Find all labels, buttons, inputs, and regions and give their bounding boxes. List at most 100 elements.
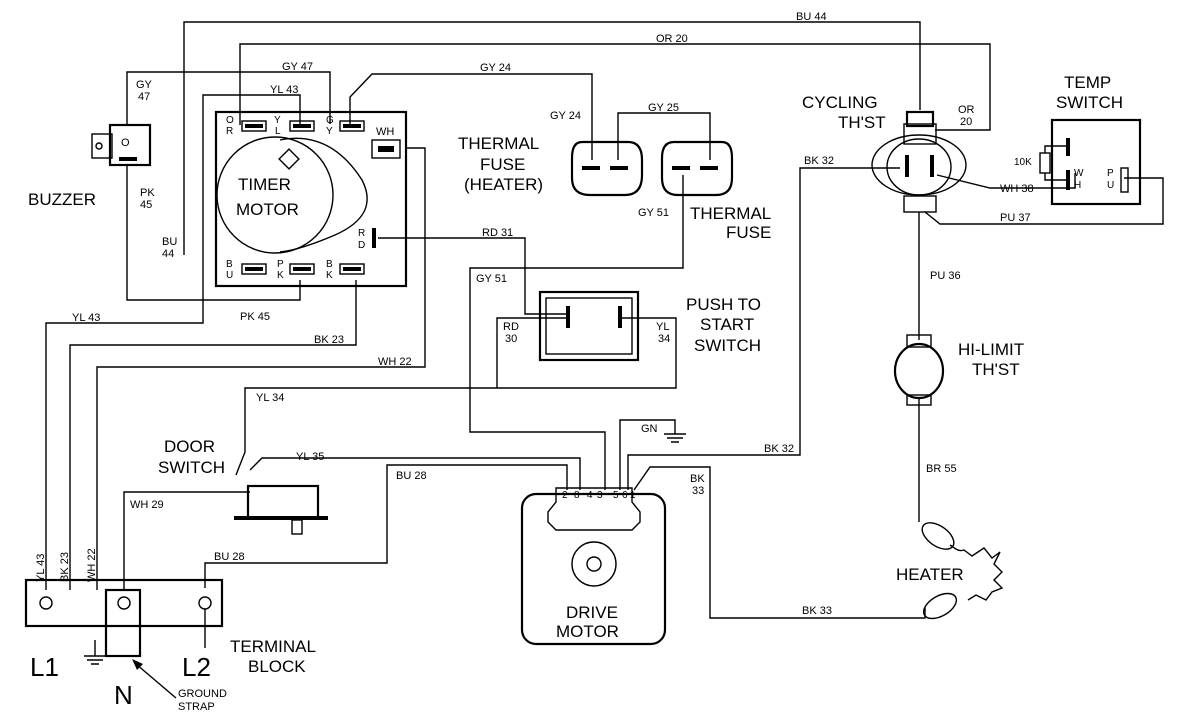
timer-terminal-pk-1: P	[277, 259, 284, 270]
timer-terminal-wh: WH	[376, 126, 394, 138]
wire-pu-37	[924, 177, 1164, 225]
wire-yl-43	[45, 94, 301, 590]
door-switch-label-1: DOOR	[164, 437, 215, 456]
drive-motor-pin-4: 4	[587, 490, 593, 501]
wire-label-wh22-vert: WH 22	[86, 548, 98, 582]
drive-motor-pin-5: 5	[613, 490, 619, 501]
thermal-fuse-heater-label-2: FUSE	[480, 155, 525, 174]
wire-label-bk32-top: BK 32	[804, 155, 834, 167]
wire-label-pu36: PU 36	[930, 270, 961, 282]
wire-gn	[619, 419, 686, 490]
hi-limit-label-2: TH'ST	[972, 360, 1020, 379]
wire-bk-33	[633, 466, 926, 619]
temp-switch-pu-1: P	[1107, 168, 1114, 179]
push-to-start-label-1: PUSH TO	[686, 295, 761, 314]
heater-label: HEATER	[896, 565, 964, 584]
temp-switch: 10K W H P U TEMP SWITCH	[1014, 73, 1142, 206]
drive-motor-pin-3: 3	[597, 490, 603, 501]
wire-label-bu44-top: BU 44	[796, 11, 827, 23]
wire-label-gy51-fuse: GY 51	[638, 207, 669, 219]
timer-terminal-or-1: O	[226, 115, 234, 126]
wire-bu-28	[204, 464, 568, 588]
drive-motor-pin-1: 1	[630, 490, 636, 501]
timer-terminal-gy-2: Y	[326, 126, 333, 137]
timer-terminal-yl-2: L	[275, 126, 281, 137]
terminal-block-label-1: TERMINAL	[230, 637, 316, 656]
door-switch-label-2: SWITCH	[158, 458, 225, 477]
wire-label-gy24-top: GY 24	[480, 62, 511, 74]
drive-motor-pin-2: 2	[562, 490, 568, 501]
wire-or-20	[239, 43, 991, 131]
wire-label-yl43-timer: YL 43	[270, 84, 298, 96]
cycling-thermostat-label-1: CYCLING	[802, 93, 878, 112]
wire-label-or20-right-2: 20	[960, 116, 972, 128]
timer-terminal-bu-2: U	[226, 270, 233, 281]
wire-yl-34	[235, 317, 677, 476]
wire-label-wh22: WH 22	[378, 356, 412, 368]
timer-terminal-bk-1: B	[326, 259, 333, 270]
timer-terminal-bk-2: K	[326, 270, 333, 281]
wire-label-pk45-buzzer-2: 45	[140, 199, 152, 211]
temp-switch-label-1: TEMP	[1064, 73, 1111, 92]
wire-rd-30	[496, 317, 568, 388]
wire-wh-29	[123, 491, 250, 590]
cycling-thermostat: CYCLING TH'ST	[802, 93, 967, 213]
temp-switch-wh-2: H	[1074, 180, 1081, 191]
wire-label-bk32-mid: BK 32	[764, 443, 794, 455]
wire-wh-22	[96, 147, 426, 590]
timer-motor: TIMER MOTOR O R Y L G Y WH R D B U P K B…	[214, 110, 408, 288]
wire-label-gy47-2: 47	[138, 91, 150, 103]
wire-label-wh29: WH 29	[130, 499, 164, 511]
timer-terminal-rd-2: D	[358, 240, 365, 251]
wire-label-rd31: RD 31	[482, 227, 513, 239]
wire-labels: BU 44 OR 20 GY 47 GY 47 GY 24 GY 24 GY 2…	[35, 11, 1034, 617]
wire-label-bu28-bottom: BU 28	[214, 551, 245, 563]
terminal-block: L1 N L2 TERMINAL BLOCK GROUND STRAP	[24, 578, 316, 713]
wire-gy-24	[349, 73, 593, 160]
buzzer: O BUZZER	[28, 123, 152, 209]
timer-motor-label-1: TIMER	[238, 175, 291, 194]
timer-terminal-or-2: R	[226, 126, 233, 137]
wire-label-pk45-buzzer-1: PK	[140, 187, 155, 199]
wire-label-yl34: YL 34	[256, 392, 284, 404]
thermal-fuse-heater-label-3: (HEATER)	[464, 175, 543, 194]
wire-label-br55: BR 55	[926, 463, 957, 475]
wire-label-gy47-top: GY 47	[282, 61, 313, 73]
wire-label-yl43-vert: YL 43	[35, 554, 47, 582]
terminal-l1-label: L1	[30, 652, 59, 682]
cycling-thermostat-label-2: TH'ST	[838, 113, 886, 132]
ground-strap-label-1: GROUND	[178, 688, 227, 700]
drive-motor-label-1: DRIVE	[566, 603, 618, 622]
wire-label-bk33-vert-1: BK	[690, 473, 705, 485]
wire-label-bu44-left-1: BU	[162, 236, 177, 248]
wire-label-yl35: YL 35	[296, 451, 324, 463]
wire-label-bk23: BK 23	[314, 334, 344, 346]
push-to-start-label-3: SWITCH	[694, 336, 761, 355]
drive-motor-pin-8: 8	[574, 490, 580, 501]
wire-yl-35	[249, 457, 581, 490]
wire-label-wh38: WH 38	[1000, 183, 1034, 195]
wire-label-bk33-bottom: BK 33	[802, 605, 832, 617]
wire-bu-44	[183, 21, 921, 255]
wire-label-gy24-fuse: GY 24	[550, 110, 581, 122]
terminal-block-label-2: BLOCK	[248, 657, 306, 676]
drive-motor-label-2: MOTOR	[556, 622, 619, 641]
wire-label-or20-right-1: OR	[958, 104, 975, 116]
timer-motor-label-2: MOTOR	[236, 200, 299, 219]
timer-terminal-gy-1: G	[326, 115, 334, 126]
timer-terminal-rd-1: R	[358, 228, 365, 239]
wire-label-bk33-vert-2: 33	[692, 485, 704, 497]
wire-gy-51	[469, 175, 684, 490]
wire-bk-23	[69, 280, 357, 590]
wire-label-pu37: PU 37	[1000, 212, 1031, 224]
door-switch: DOOR SWITCH	[158, 437, 328, 535]
terminal-l2-label: L2	[182, 652, 211, 682]
buzzer-label: BUZZER	[28, 190, 96, 209]
wire-label-gy25: GY 25	[648, 102, 679, 114]
wire-label-rd30-1: RD	[503, 321, 519, 333]
wire-gy-25	[617, 112, 711, 160]
thermal-fuse-heater: THERMAL FUSE (HEATER)	[458, 134, 644, 197]
push-to-start-switch: PUSH TO START SWITCH	[538, 290, 761, 362]
drive-motor: 2 8 4 3 5 6 1 DRIVE MOTOR GN	[520, 423, 667, 646]
